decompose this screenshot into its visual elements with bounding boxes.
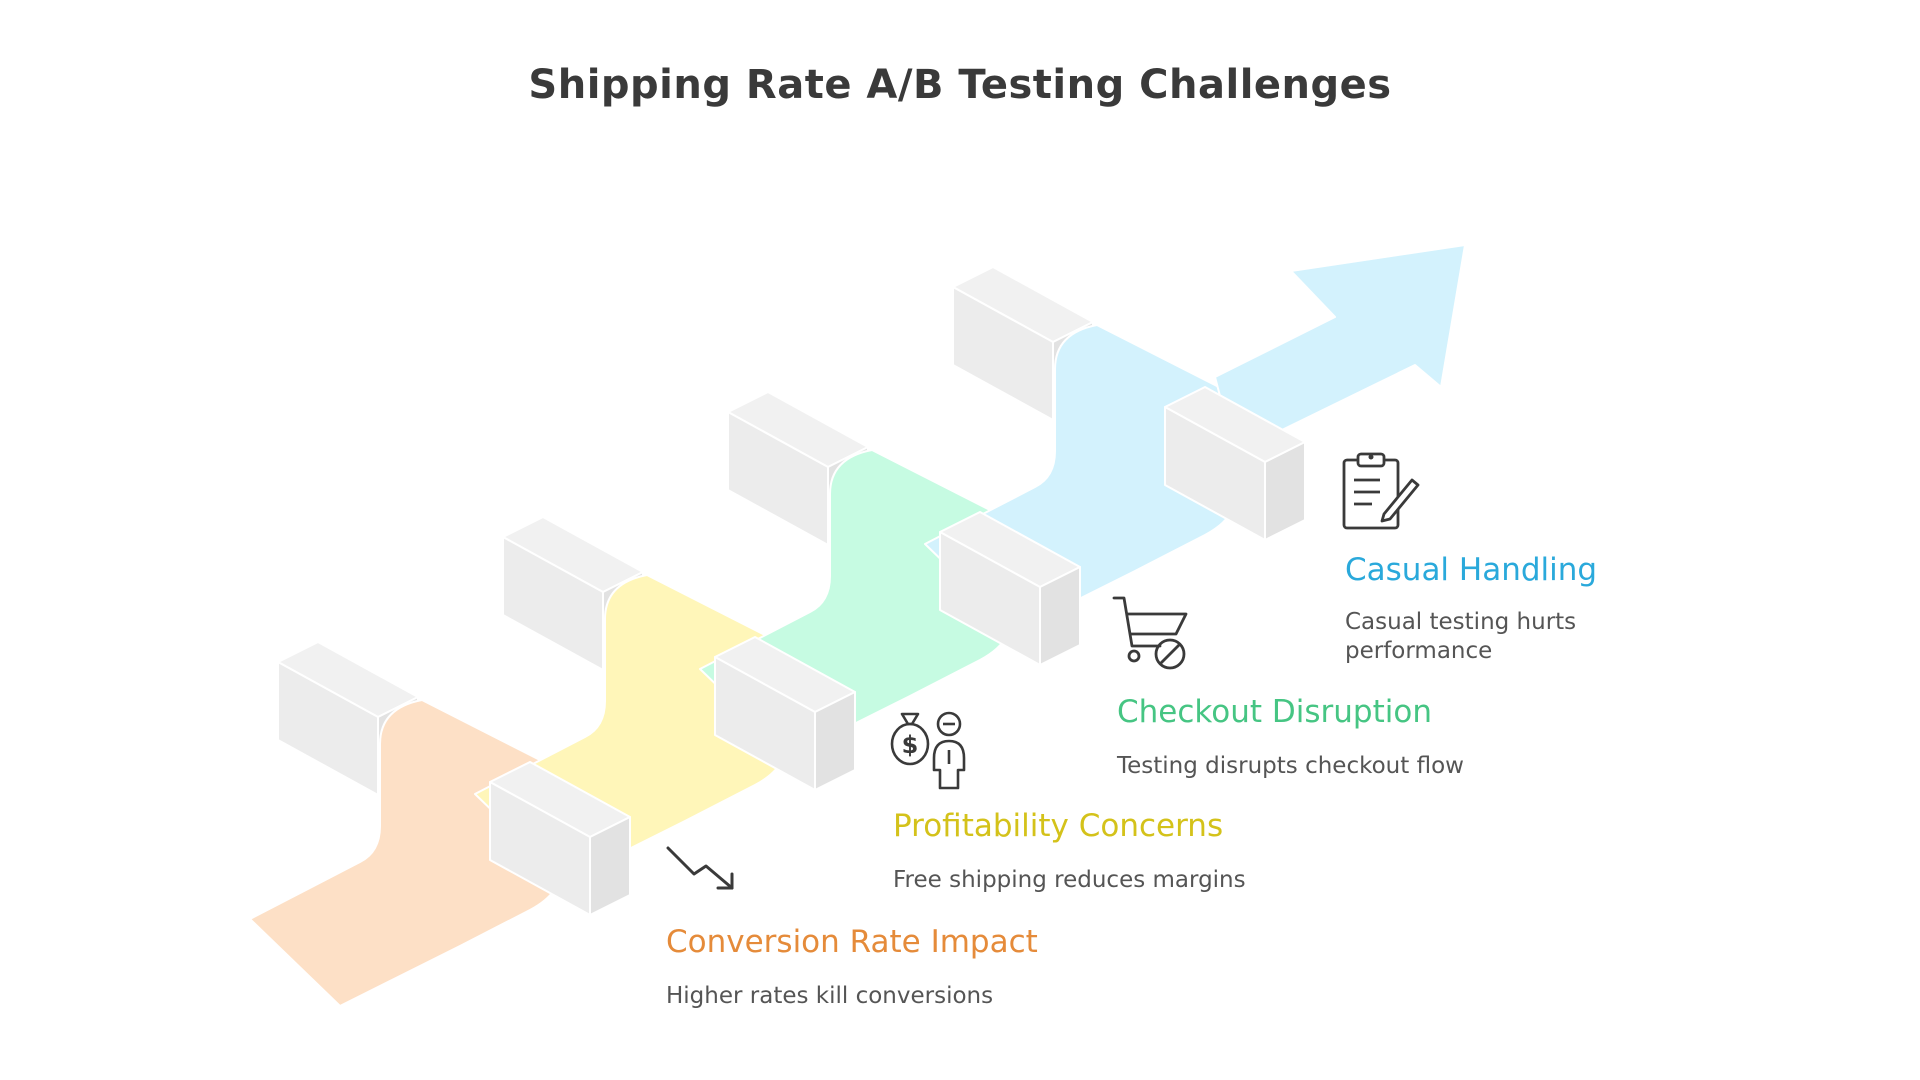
step-3-description: Testing disrupts checkout flow [1117,753,1464,779]
step-2-title: Profitability Concerns [893,808,1224,844]
svg-text:$: $ [902,731,919,759]
cart-blocked-icon [1112,594,1194,678]
step-2-description: Free shipping reduces margins [893,867,1246,893]
front-block-1-end [589,816,631,916]
money-bag-person-icon: $ [888,708,978,797]
front-block-2-end [814,691,856,791]
diagram-title: Shipping Rate A/B Testing Challenges [528,62,1392,108]
front-block-4-end [1264,441,1306,541]
step-3-title: Checkout Disruption [1117,694,1432,730]
ribbons-layer [249,244,1466,1007]
clipboard-pencil-icon [1340,450,1422,536]
trend-down-arrow-icon [664,840,744,904]
front-block-3-end [1039,566,1081,666]
step-1-title: Conversion Rate Impact [666,924,1038,960]
blocks-front-layer [489,386,1306,916]
step-1-description: Higher rates kill conversions [666,983,994,1009]
step-4-title: Casual Handling [1345,552,1598,588]
step-4-description: Casual testing hurts performance [1345,609,1577,664]
